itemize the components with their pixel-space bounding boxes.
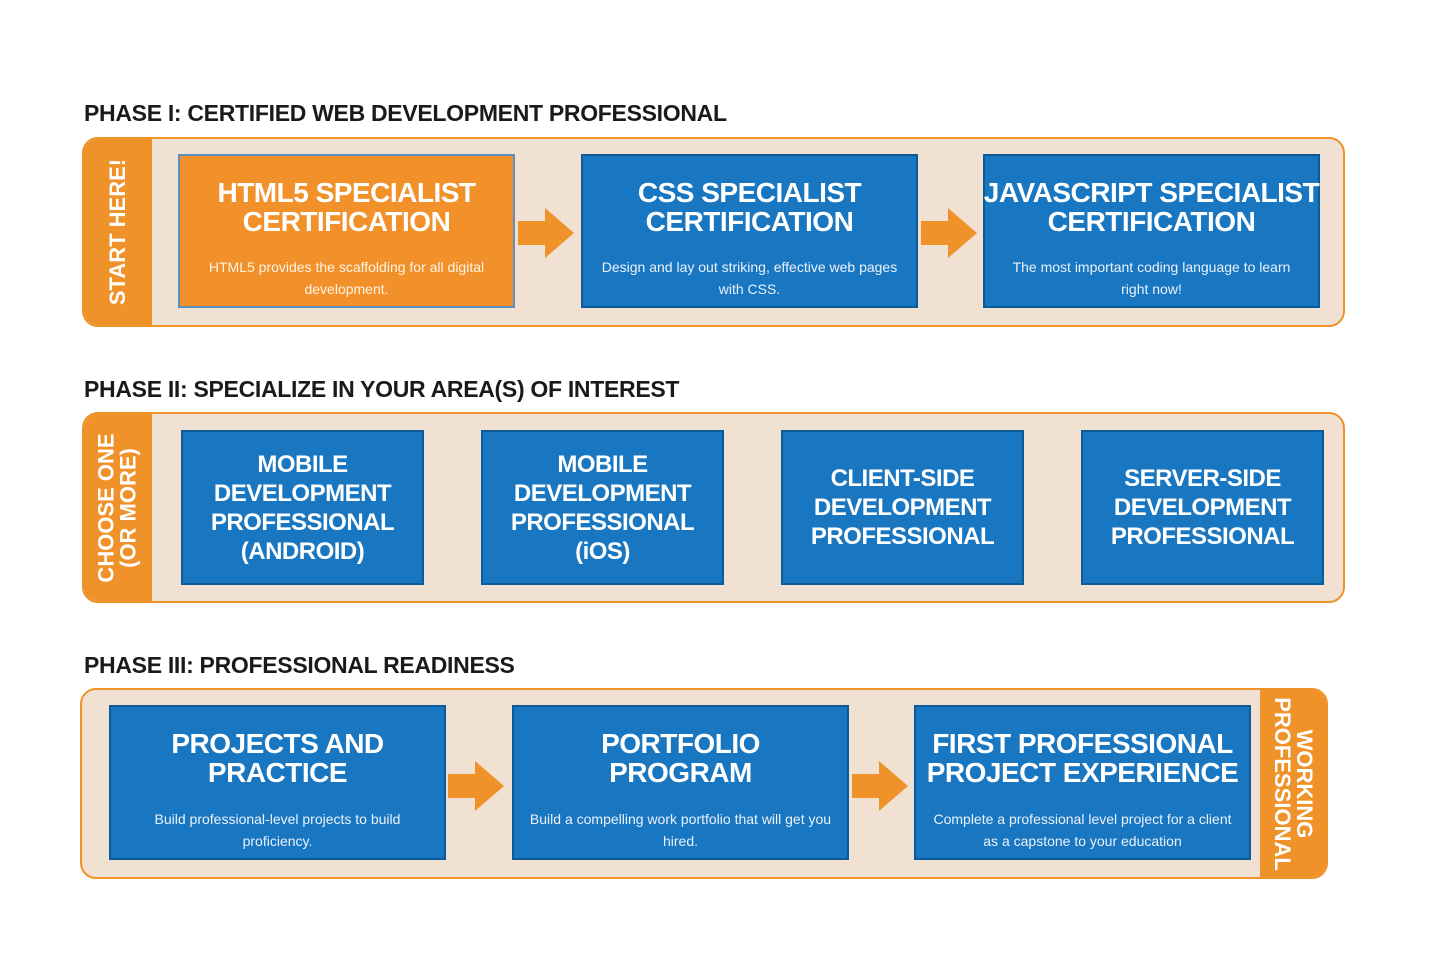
- html5-card[interactable]: HTML5 SPECIALIST CERTIFICATION HTML5 pro…: [178, 154, 515, 308]
- android-card-title: MOBILE DEVELOPMENT PROFESSIONAL (ANDROID…: [210, 450, 395, 565]
- first-project-card-title: FIRST PROFESSIONAL PROJECT EXPERIENCE: [926, 728, 1239, 788]
- portfolio-card-title: PORTFOLIO PROGRAM: [601, 728, 760, 788]
- phase-1-title: PHASE I: CERTIFIED WEB DEVELOPMENT PROFE…: [84, 100, 727, 126]
- right-arrow-icon: [921, 208, 977, 258]
- projects-card-title: PROJECTS AND PRACTICE: [171, 728, 384, 788]
- javascript-card-desc: The most important coding language to le…: [1012, 259, 1291, 297]
- portfolio-card-desc: Build a compelling work portfolio that w…: [529, 811, 832, 849]
- right-arrow-icon: [448, 761, 504, 811]
- phase-3-title: PHASE III: PROFESSIONAL READINESS: [84, 652, 515, 678]
- css-card-title: CSS SPECIALIST CERTIFICATION: [637, 177, 862, 237]
- android-card[interactable]: MOBILE DEVELOPMENT PROFESSIONAL (ANDROID…: [181, 430, 424, 585]
- right-arrow-icon: [852, 761, 908, 811]
- phase-1-band: START HERE! HTML5 SPECIALIST CERTIFICATI…: [82, 137, 1345, 327]
- client-side-card-title: CLIENT-SIDE DEVELOPMENT PROFESSIONAL: [810, 465, 995, 550]
- projects-card[interactable]: PROJECTS AND PRACTICE Build professional…: [109, 705, 446, 860]
- client-side-card[interactable]: CLIENT-SIDE DEVELOPMENT PROFESSIONAL: [781, 430, 1024, 585]
- choose-one-label: CHOOSE ONE (OR MORE): [94, 432, 142, 583]
- css-card[interactable]: CSS SPECIALIST CERTIFICATION Design and …: [581, 154, 918, 308]
- ios-card[interactable]: MOBILE DEVELOPMENT PROFESSIONAL (iOS): [481, 430, 724, 585]
- right-arrow-icon: [518, 208, 574, 258]
- ios-card-title: MOBILE DEVELOPMENT PROFESSIONAL (iOS): [510, 450, 695, 565]
- phase-2-band: CHOOSE ONE (OR MORE) MOBILE DEVELOPMENT …: [82, 412, 1345, 603]
- working-professional-tab: WORKING PROFESSIONAL: [1260, 690, 1326, 877]
- html5-card-title: HTML5 SPECIALIST CERTIFICATION: [217, 177, 476, 237]
- javascript-card-title: JAVASCRIPT SPECIALIST CERTIFICATION: [983, 177, 1320, 237]
- css-card-desc: Design and lay out striking, effective w…: [601, 259, 898, 297]
- server-side-card[interactable]: SERVER-SIDE DEVELOPMENT PROFESSIONAL: [1081, 430, 1324, 585]
- javascript-card[interactable]: JAVASCRIPT SPECIALIST CERTIFICATION The …: [983, 154, 1320, 308]
- server-side-card-title: SERVER-SIDE DEVELOPMENT PROFESSIONAL: [1110, 465, 1295, 550]
- phase-2-title: PHASE II: SPECIALIZE IN YOUR AREA(S) OF …: [84, 376, 680, 402]
- first-project-card-desc: Complete a professional level project fo…: [933, 811, 1232, 849]
- start-here-tab: START HERE!: [84, 139, 152, 325]
- html5-card-desc: HTML5 provides the scaffolding for all d…: [208, 259, 485, 297]
- choose-one-tab: CHOOSE ONE (OR MORE): [84, 414, 152, 601]
- start-here-label: START HERE!: [105, 158, 131, 306]
- working-professional-label: WORKING PROFESSIONAL: [1270, 696, 1318, 871]
- projects-card-desc: Build professional-level projects to bui…: [154, 811, 401, 849]
- portfolio-card[interactable]: PORTFOLIO PROGRAM Build a compelling wor…: [512, 705, 849, 860]
- phase-3-band: PROJECTS AND PRACTICE Build professional…: [80, 688, 1328, 879]
- first-project-card[interactable]: FIRST PROFESSIONAL PROJECT EXPERIENCE Co…: [914, 705, 1251, 860]
